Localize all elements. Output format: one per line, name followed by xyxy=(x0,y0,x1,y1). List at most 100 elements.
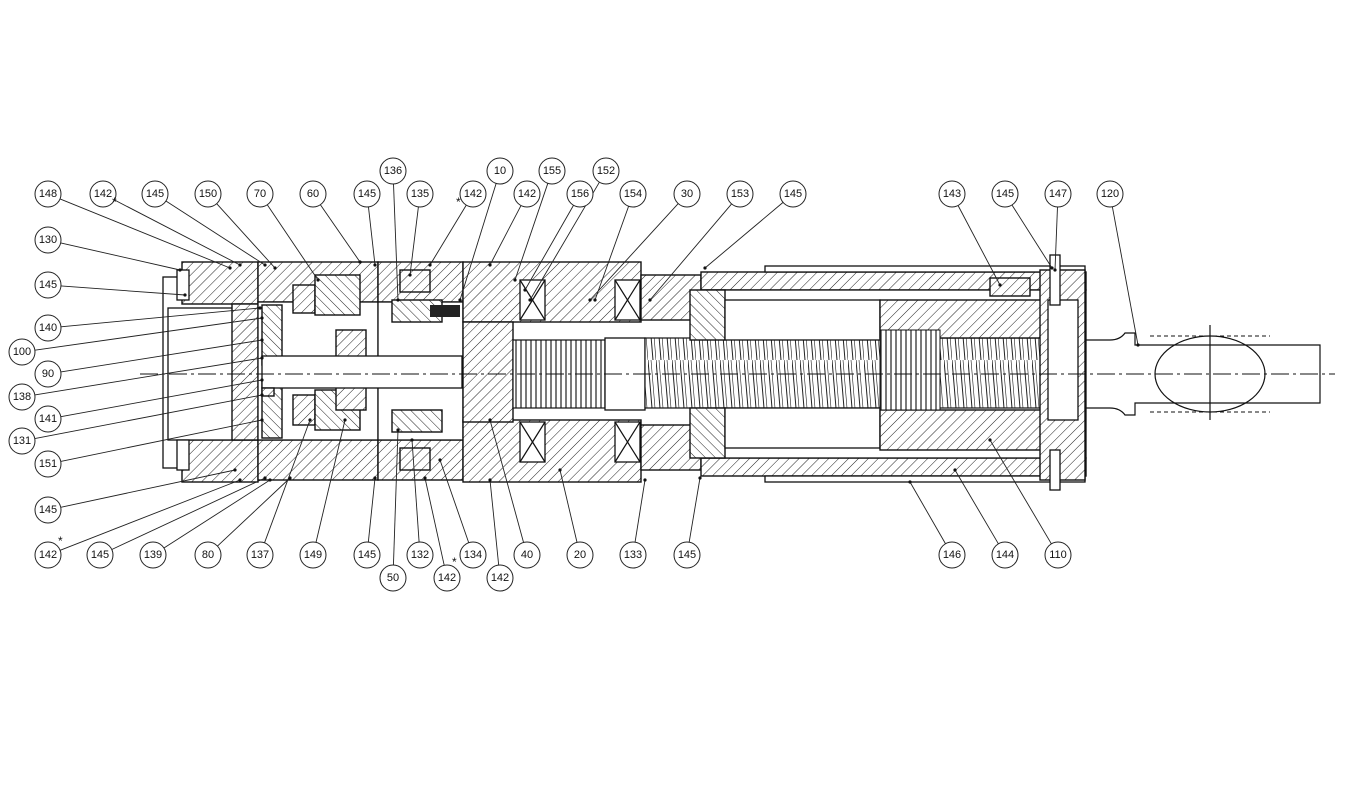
leader-tip-c147 xyxy=(1053,268,1057,272)
leader-tip-c145a xyxy=(263,263,267,267)
callout-c138: 138 xyxy=(8,383,36,411)
callout-number: 153 xyxy=(731,188,749,200)
callout-number: 145 xyxy=(91,549,109,561)
leader-tip-c152 xyxy=(528,298,532,302)
callout-number: 151 xyxy=(39,458,57,470)
leader-line-c153 xyxy=(649,203,732,301)
callout-c20: 20 xyxy=(566,541,594,569)
leader-tip-c132 xyxy=(410,438,414,442)
callout-circle xyxy=(513,541,541,569)
callout-circle xyxy=(34,541,62,569)
callout-circle xyxy=(513,180,541,208)
leader-line-c135 xyxy=(409,206,419,276)
callout-number: 134 xyxy=(464,549,482,561)
callout-number: 142 xyxy=(518,188,536,200)
callout-c149: 149 xyxy=(299,541,327,569)
leader-tip-c40 xyxy=(488,418,492,422)
callout-circle xyxy=(1044,180,1072,208)
leader-line-c130 xyxy=(60,242,181,271)
callout-circle xyxy=(299,541,327,569)
callout-c145f: 145 xyxy=(34,496,62,524)
callout-circle xyxy=(938,541,966,569)
callout-number: 110 xyxy=(1049,549,1067,561)
leader-tip-c100 xyxy=(260,316,264,320)
leader-tip-c142b xyxy=(428,263,432,267)
leader-line-c145g xyxy=(111,477,266,550)
asterisk-mark: * xyxy=(58,534,63,548)
callout-circle xyxy=(566,541,594,569)
callout-circle xyxy=(566,180,594,208)
leader-tip-c137 xyxy=(308,418,312,422)
leader-tip-c142f xyxy=(488,478,492,482)
callout-circle xyxy=(246,180,274,208)
leader-tip-c50 xyxy=(396,428,400,432)
callout-number: 141 xyxy=(39,413,57,425)
callout-number: 133 xyxy=(624,549,642,561)
callout-c142c: 142 xyxy=(513,180,541,208)
callout-circle xyxy=(726,180,754,208)
callout-circle xyxy=(34,314,62,342)
leader-tip-c145i xyxy=(698,476,702,480)
callout-circle xyxy=(194,180,222,208)
leader-tip-c134 xyxy=(438,458,442,462)
callout-number: 142 xyxy=(39,549,57,561)
callout-number: 138 xyxy=(13,391,31,403)
leader-tip-c142c xyxy=(488,263,492,267)
leader-line-c146 xyxy=(909,481,946,544)
leader-tip-c60 xyxy=(358,260,362,264)
callout-circle xyxy=(433,564,461,592)
actuator-body xyxy=(140,254,1335,491)
asterisk-mark: * xyxy=(112,195,117,209)
callout-c90: 90 xyxy=(34,360,62,388)
leader-tip-c30 xyxy=(588,298,592,302)
callout-circle xyxy=(459,541,487,569)
leader-line-c156 xyxy=(524,205,574,291)
callout-number: 40 xyxy=(521,549,533,561)
leader-line-c151 xyxy=(60,419,263,462)
callout-circle xyxy=(8,383,36,411)
callout-circle xyxy=(619,541,647,569)
leader-tip-c141 xyxy=(260,378,264,382)
leader-line-c145h xyxy=(367,477,376,543)
callout-c80: 80 xyxy=(194,541,222,569)
callout-circle xyxy=(486,157,514,185)
callout-circle xyxy=(991,180,1019,208)
callout-leader-lines xyxy=(34,181,1140,566)
callout-number: 145 xyxy=(358,549,376,561)
leader-tip-c135 xyxy=(408,273,412,277)
callout-c142e: 142 xyxy=(433,564,461,592)
callout-number: 145 xyxy=(39,279,57,291)
leader-line-c120 xyxy=(1111,206,1139,346)
callout-circle xyxy=(8,338,36,366)
leader-tip-c131 xyxy=(260,393,264,397)
leader-tip-c20 xyxy=(558,468,562,472)
callout-circle xyxy=(34,450,62,478)
callout-c40: 40 xyxy=(513,541,541,569)
callout-c144: 144 xyxy=(991,541,1019,569)
leader-tip-c145c xyxy=(703,266,707,270)
callout-c10: 10 xyxy=(486,157,514,185)
callout-c131: 131 xyxy=(8,427,36,455)
callout-circle xyxy=(34,405,62,433)
leader-tip-c149 xyxy=(343,418,347,422)
callout-number: 145 xyxy=(358,188,376,200)
callout-c152: 152 xyxy=(592,157,620,185)
callout-c60: 60 xyxy=(299,180,327,208)
leader-tip-c136 xyxy=(396,298,400,302)
callout-c135: 135 xyxy=(406,180,434,208)
callout-circle xyxy=(538,157,566,185)
leader-line-c155 xyxy=(514,183,549,281)
leader-line-c142b xyxy=(429,204,467,266)
leader-line-c139 xyxy=(163,479,271,549)
leader-tip-c143 xyxy=(998,283,1002,287)
leader-line-c140 xyxy=(60,307,261,328)
leader-tip-c145e xyxy=(183,293,187,297)
callout-number: 132 xyxy=(411,549,429,561)
callout-circle xyxy=(139,541,167,569)
asterisk-mark: * xyxy=(452,555,457,569)
callout-c147: 147 xyxy=(1044,180,1072,208)
leader-line-c145i xyxy=(688,477,701,543)
leader-tip-c90 xyxy=(260,338,264,342)
callout-number: 136 xyxy=(384,165,402,177)
leader-tip-c156 xyxy=(523,288,527,292)
